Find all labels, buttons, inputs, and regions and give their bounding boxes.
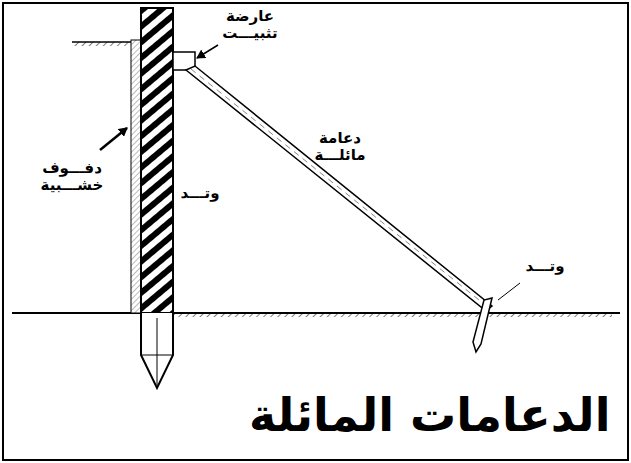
strut-grain [191,69,489,308]
part-label: دفـــوف خشـــبية [39,160,105,195]
part-label: عارضة تثبيـــت [215,8,285,43]
pile [141,8,173,313]
wooden-boards [131,40,141,313]
inclined-strut [186,66,492,311]
upper-ground-hatch [72,42,131,46]
leader-line [197,45,218,58]
part-label: دعامة مائلـــة [305,130,375,165]
ground-hatch [172,313,612,317]
leader-line [498,283,520,300]
pile-tip [141,313,173,388]
ground-stake [473,298,492,352]
part-label: وتـــد [170,185,230,202]
pile-tip-line [157,318,158,385]
frame [3,3,628,460]
pile-tip-line [141,355,173,356]
diagram-title: الدعامات المائلة [249,388,610,443]
leader-line [100,128,127,150]
part-label: وتـــد [515,258,575,275]
